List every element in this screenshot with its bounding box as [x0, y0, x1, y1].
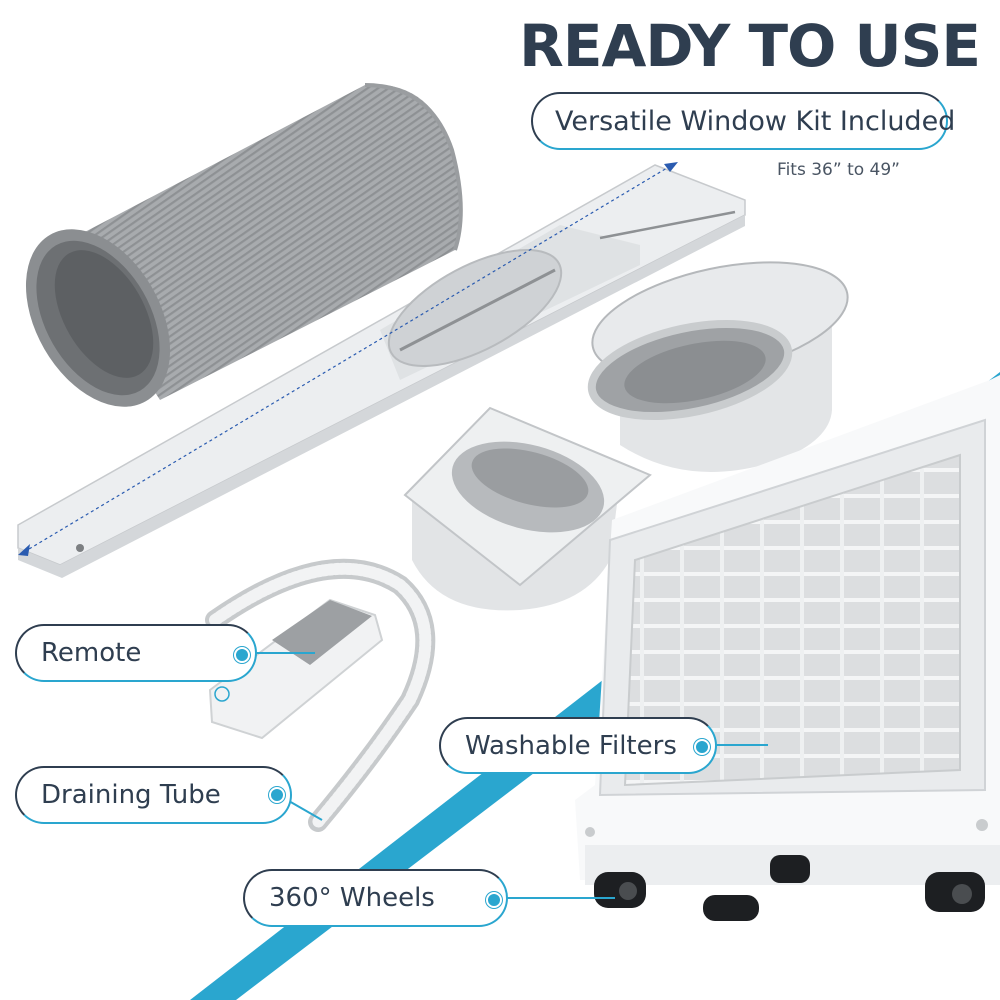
- oval-window-adapter: [587, 261, 849, 472]
- remote-callout: Remote: [15, 624, 257, 682]
- wheels: [594, 855, 985, 921]
- exhaust-hose: [25, 83, 463, 407]
- draining-tube: [205, 558, 436, 832]
- wheels-callout-dot: [486, 892, 502, 908]
- window-slider-panel: [17, 162, 746, 578]
- washable-filters-callout: Washable Filters: [439, 717, 717, 774]
- headline: READY TO USE: [519, 12, 981, 80]
- fit-range-note: Fits 36” to 49”: [777, 160, 900, 180]
- draining-tube-callout-dot: [269, 787, 285, 803]
- wheels-callout: 360° Wheels: [243, 869, 508, 927]
- square-hose-adapter: [403, 406, 652, 611]
- remote-control: [208, 598, 384, 740]
- remote-callout-dot: [234, 647, 250, 663]
- draining-tube-callout: Draining Tube: [15, 766, 292, 824]
- window-kit-label: Versatile Window Kit Included: [531, 92, 955, 150]
- washable-filters-callout-dot: [694, 739, 710, 755]
